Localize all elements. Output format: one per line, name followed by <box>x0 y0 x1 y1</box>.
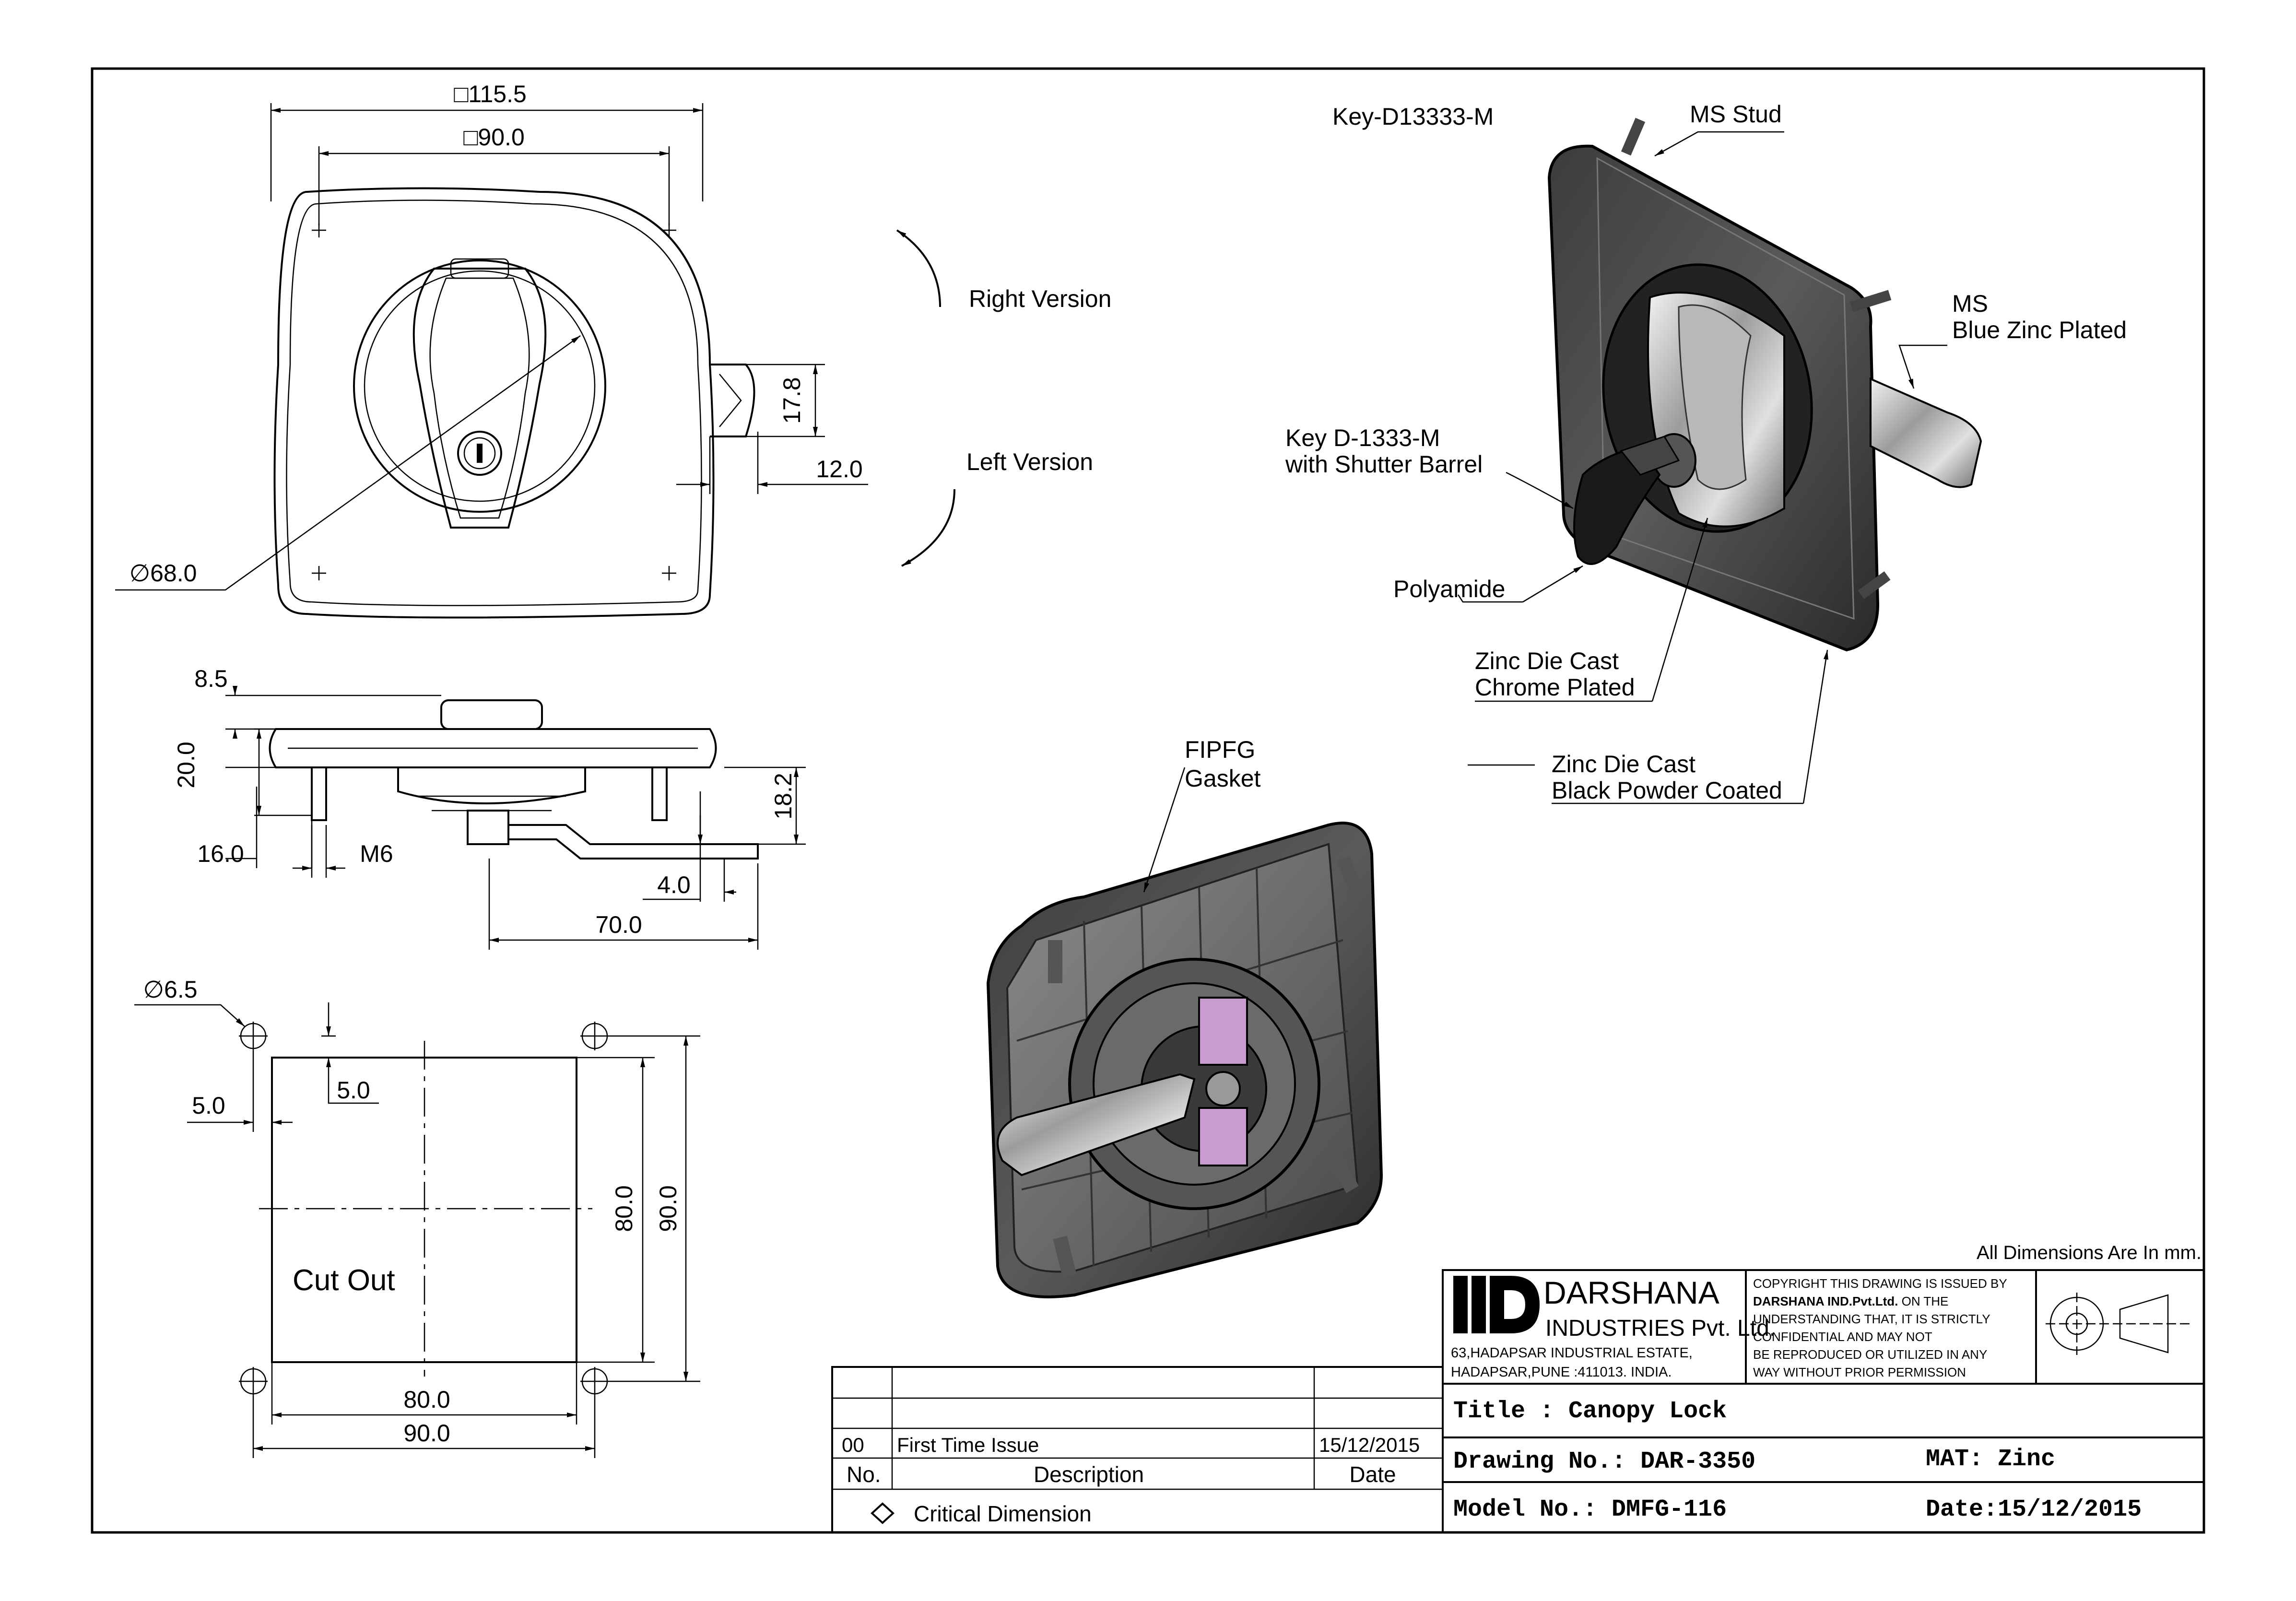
key-label-2: with Shutter Barrel <box>1285 451 1483 478</box>
revision-header-date: Date <box>1349 1462 1396 1487</box>
dim-stud-offset: 16.0 <box>197 840 244 867</box>
rotation-arrows <box>896 229 955 567</box>
gasket-label-2: Gasket <box>1185 765 1261 792</box>
company-name: DARSHANA <box>1543 1275 1719 1310</box>
model-number: Model No.: DMFG-116 <box>1453 1496 1727 1523</box>
dim-knob-height: 8.5 <box>194 665 228 692</box>
drawing-title: Title : Canopy Lock <box>1453 1398 1727 1425</box>
copyright-line-5: BE REPRODUCED OR UTILIZED IN ANY <box>1753 1347 1987 1362</box>
dim-hole-offset-y: 5.0 <box>337 1077 370 1104</box>
ms-stud-label: MS Stud <box>1690 101 1782 128</box>
units-note: All Dimensions Are In mm. <box>1977 1242 2202 1263</box>
dim-stud-thread: M6 <box>360 840 393 867</box>
zinc-black-label-2: Black Powder Coated <box>1552 777 1782 804</box>
ms-plated-label-1: MS <box>1952 290 1988 317</box>
material: MAT: Zinc <box>1926 1446 2055 1473</box>
dim-side-height: 20.0 <box>173 742 200 788</box>
dim-overall-square: □115.5 <box>454 81 527 107</box>
right-version-label: Right Version <box>969 285 1111 312</box>
company-subname: INDUSTRIES Pvt. Ltd. <box>1545 1316 1776 1341</box>
dim-latch-drop: 18.2 <box>770 773 797 819</box>
revision-header-no: No. <box>847 1462 881 1487</box>
iso-front-render <box>1547 118 1982 652</box>
critical-dimension-note: Critical Dimension <box>914 1501 1092 1526</box>
gasket-label-1: FIPFG <box>1185 736 1255 763</box>
copyright-line-4: CONFIDENTIAL AND MAY NOT <box>1753 1330 1932 1344</box>
copyright-line-6: WAY WITHOUT PRIOR PERMISSION <box>1753 1365 1966 1379</box>
dim-latch-tip: 4.0 <box>657 871 691 898</box>
cutout-label: Cut Out <box>293 1264 395 1297</box>
dim-hole-dia: ∅6.5 <box>143 976 197 1003</box>
dim-cutout-height: 80.0 <box>611 1185 637 1232</box>
side-view <box>225 686 806 950</box>
zinc-chrome-label-2: Chrome Plated <box>1475 674 1635 701</box>
drawing-number: Drawing No.: DAR-3350 <box>1453 1448 1755 1475</box>
gasket-leader <box>1143 767 1186 893</box>
front-view <box>115 103 868 619</box>
projection-symbol <box>2046 1293 2192 1355</box>
dim-bezel-dia: ∅68.0 <box>130 560 197 587</box>
key-label-1: Key D-1333-M <box>1285 424 1440 451</box>
dim-latch-width: 17.8 <box>778 377 805 424</box>
company-address-1: 63,HADAPSAR INDUSTRIAL ESTATE, <box>1451 1345 1693 1361</box>
copyright-line-3: UNDERSTANDING THAT, IT IS STRICTLY <box>1753 1312 1990 1326</box>
key-code-label: Key-D13333-M <box>1332 103 1494 130</box>
revision-header-description: Description <box>1034 1462 1144 1487</box>
company-address-2: HADAPSAR,PUNE :411013. INDIA. <box>1451 1365 1672 1380</box>
copyright-company: DARSHANA IND.Pvt.Ltd. <box>1753 1294 1898 1308</box>
dim-holes-height: 90.0 <box>655 1185 682 1232</box>
dim-hole-square: □90.0 <box>463 124 525 151</box>
copyright-line-1: COPYRIGHT THIS DRAWING IS ISSUED BY <box>1753 1276 2007 1291</box>
copyright-line-2-rest: ON THE <box>1898 1294 1948 1308</box>
iso-back-render <box>986 822 1383 1298</box>
polyamide-label: Polyamide <box>1393 576 1505 602</box>
left-version-label: Left Version <box>966 448 1093 475</box>
zinc-black-label-1: Zinc Die Cast <box>1552 751 1696 777</box>
dim-hole-offset-x: 5.0 <box>192 1092 225 1119</box>
dim-latch-offset: 12.0 <box>816 456 862 483</box>
company-logo <box>1453 1276 1540 1333</box>
dim-latch-length: 70.0 <box>595 911 642 938</box>
critical-dimension-icon <box>871 1502 895 1524</box>
revision-table <box>831 1366 1444 1533</box>
revision-no: 00 <box>842 1434 864 1456</box>
cutout-view <box>134 1002 700 1458</box>
dim-holes-width: 90.0 <box>403 1420 450 1447</box>
zinc-chrome-label-1: Zinc Die Cast <box>1475 647 1619 674</box>
copyright-line-2: DARSHANA IND.Pvt.Ltd. ON THE <box>1753 1294 1948 1308</box>
revision-date: 15/12/2015 <box>1319 1434 1420 1456</box>
iso-front-leaders <box>1457 131 1947 804</box>
issue-date: Date:15/12/2015 <box>1926 1496 2142 1523</box>
revision-description: First Time Issue <box>897 1434 1039 1456</box>
dim-cutout-width: 80.0 <box>403 1386 450 1413</box>
ms-plated-label-2: Blue Zinc Plated <box>1952 317 2127 343</box>
